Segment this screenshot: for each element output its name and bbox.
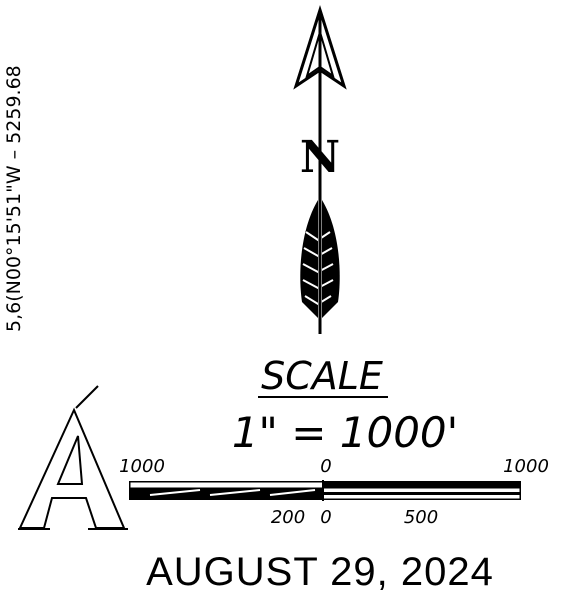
north-arrow-icon: [293, 5, 347, 334]
scale-lower-mid-label: 0: [320, 507, 331, 528]
scale-lower-left-label: 200: [271, 507, 305, 528]
scale-upper-right-label: 1000: [503, 456, 549, 477]
scale-title: SCALE: [261, 354, 383, 398]
bearing-distance-label: 5,6(N00°15'51"W – 5259.68: [3, 65, 25, 332]
scale-upper-mid-label: 0: [320, 456, 331, 477]
scale-lower-right-label: 500: [404, 507, 438, 528]
sheet-letter-a: [18, 385, 128, 530]
scale-upper-left-label: 1000: [119, 456, 165, 477]
north-letter: N: [300, 132, 340, 183]
scale-bar: [129, 480, 521, 501]
drawing-date: AUGUST 29, 2024: [146, 550, 494, 594]
scale-ratio: 1" = 1000': [232, 408, 458, 457]
